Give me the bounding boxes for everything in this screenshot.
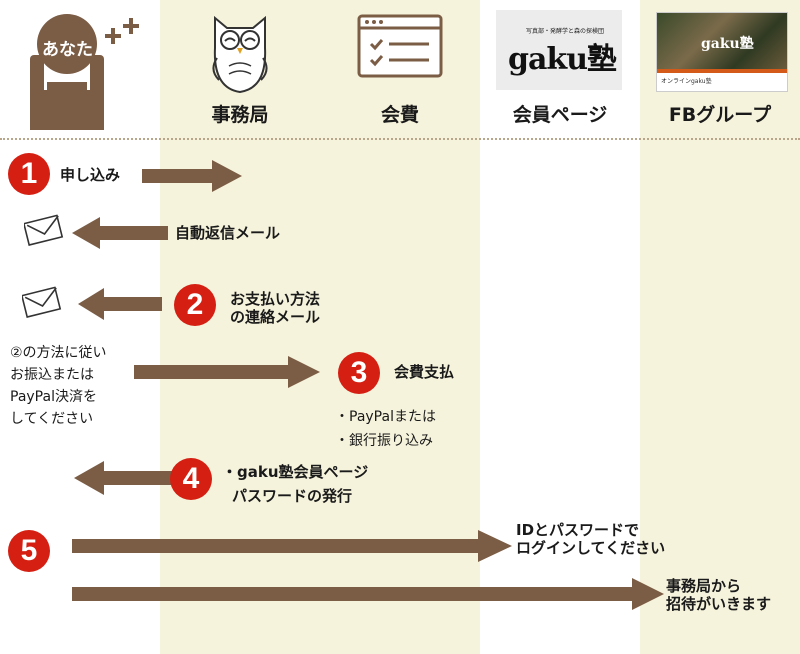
invite-line2: 招待がいきます [666, 595, 772, 613]
step-4-line1: ・gaku塾会員ページ [222, 463, 369, 481]
step-3-label: 会費支払 [394, 363, 455, 381]
payment-note-2: お振込または [10, 367, 94, 383]
payment-note-3: PayPal決済を [10, 389, 97, 405]
arrow-password [74, 461, 210, 495]
step-4-badge: 4 [170, 458, 212, 500]
fb-caption: オンラインgaku塾 [661, 78, 712, 85]
login-line2: ログインしてください [516, 539, 666, 557]
arrow-pay [134, 356, 320, 388]
fb-bar [657, 69, 787, 73]
column-fb-group-title: FBグループ [668, 104, 772, 126]
fee-option-paypal: ・PayPalまたは [335, 409, 436, 425]
payment-note-1: ②の方法に従い [10, 345, 107, 361]
checklist-icon [357, 14, 443, 78]
logo-name: gaku塾 [508, 42, 617, 77]
step-1-badge: 1 [8, 153, 50, 195]
auto-reply-label: 自動返信メール [175, 224, 281, 242]
header-divider [0, 138, 800, 140]
login-line1: IDとパスワードで [516, 521, 640, 539]
step-3-badge: 3 [338, 352, 380, 394]
step-2-line1: お支払い方法 [230, 290, 321, 308]
mail-icon [24, 214, 64, 246]
payment-note-4: してください [10, 411, 94, 427]
person-label: あなた [42, 40, 93, 60]
arrow-apply [142, 160, 242, 192]
step-4-line2: パスワードの発行 [232, 487, 353, 505]
column-fee-title: 会費 [380, 104, 419, 126]
owl-icon [212, 15, 268, 94]
arrow-payment-info [78, 288, 162, 320]
column-member-page-title: 会員ページ [512, 104, 608, 126]
step-2-badge: 2 [174, 284, 216, 326]
fee-option-bank: ・銀行振り込み [335, 433, 433, 449]
mail-icon-2 [22, 286, 62, 318]
step-2-line2: の連絡メール [230, 308, 321, 326]
arrow-invite [72, 578, 664, 610]
fb-group-thumbnail: gaku塾 オンラインgaku塾 [656, 12, 788, 92]
invite-line1: 事務局から [666, 577, 742, 595]
step-1-label: 申し込み [60, 166, 121, 184]
gaku-logo: 写真部・発酵学と森の探検団 gaku塾 [496, 10, 622, 90]
arrow-login [72, 530, 512, 562]
column-fb-bg-fill [640, 0, 800, 654]
person-icon [30, 14, 139, 130]
fb-cover-photo [657, 13, 787, 69]
step-5-badge: 5 [8, 530, 50, 572]
logo-tagline: 写真部・発酵学と森の探検団 [526, 28, 605, 35]
fb-logo-name: gaku塾 [701, 36, 754, 52]
arrow-auto-reply [72, 217, 168, 249]
column-office-title: 事務局 [211, 104, 269, 126]
